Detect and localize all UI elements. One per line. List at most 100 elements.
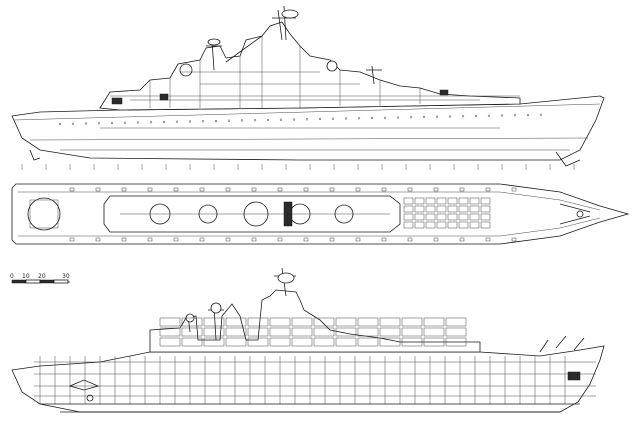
top-deck-plan-view xyxy=(11,183,630,245)
missile-cell xyxy=(425,197,436,205)
missile-cell xyxy=(414,205,425,213)
side-profile-view xyxy=(11,5,605,170)
superstructure-cell xyxy=(445,317,467,327)
porthole xyxy=(435,115,439,118)
missile-cell xyxy=(458,197,469,205)
deck-fitting xyxy=(355,187,361,192)
missile-cell xyxy=(458,213,469,221)
missile-cell xyxy=(447,205,458,213)
superstructure-cell xyxy=(269,327,291,337)
deck-fitting xyxy=(433,187,439,192)
deck-fitting xyxy=(459,237,465,242)
porthole xyxy=(344,117,348,120)
section-hull xyxy=(11,345,605,413)
porthole xyxy=(175,120,179,123)
superstructure-cell xyxy=(225,337,247,347)
missile-cell xyxy=(469,205,480,213)
superstructure-cell xyxy=(335,337,357,347)
porthole xyxy=(279,118,283,121)
porthole xyxy=(474,114,478,118)
missile-cell xyxy=(469,213,480,221)
superstructure-cell xyxy=(313,337,335,347)
missile-cell xyxy=(436,221,447,229)
missile-cell xyxy=(447,213,458,221)
porthole xyxy=(422,115,426,119)
superstructure-cell xyxy=(401,317,423,327)
superstructure-cell xyxy=(181,327,203,337)
superstructure-cell xyxy=(291,327,313,337)
porthole xyxy=(201,120,205,123)
deck-fitting xyxy=(173,187,179,192)
missile-cell xyxy=(469,197,480,205)
superstructure-cell xyxy=(247,337,269,347)
deck-fitting xyxy=(329,237,335,242)
missile-cell xyxy=(403,221,414,229)
porthole xyxy=(253,119,257,122)
superstructure-cell xyxy=(291,317,313,327)
deck-fitting xyxy=(407,187,413,192)
porthole xyxy=(409,116,413,119)
deck-fitting xyxy=(147,187,153,192)
deck-fitting xyxy=(147,237,153,242)
profile-superstructure xyxy=(99,5,521,111)
missile-cell xyxy=(469,221,480,229)
superstructure-cell xyxy=(379,327,401,337)
deck-fitting xyxy=(277,237,283,242)
porthole xyxy=(487,114,491,117)
missile-cell xyxy=(403,197,414,205)
deck-fitting xyxy=(225,237,231,242)
deck-fitting xyxy=(121,187,127,192)
superstructure-cell xyxy=(269,317,291,327)
deck-fitting xyxy=(303,187,309,192)
superstructure-cell xyxy=(313,327,335,337)
deck-fitting xyxy=(485,187,491,192)
porthole xyxy=(383,116,387,119)
superstructure-cell xyxy=(335,327,357,337)
porthole xyxy=(526,113,530,117)
superstructure-cell xyxy=(291,337,313,347)
deck-fitting xyxy=(173,237,179,242)
superstructure-cell xyxy=(247,327,269,337)
superstructure-cell xyxy=(181,317,203,327)
superstructure-cell xyxy=(159,337,181,347)
porthole xyxy=(448,115,452,118)
deck-fitting xyxy=(329,187,335,192)
missile-cell xyxy=(414,197,425,205)
missile-cell xyxy=(480,213,491,221)
superstructure-cell xyxy=(159,317,181,327)
profile-portholes xyxy=(58,113,543,126)
superstructure-cell xyxy=(357,327,379,337)
scale-label-30: 30 xyxy=(62,273,70,280)
missile-cell xyxy=(447,221,458,229)
deck-fitting xyxy=(95,237,101,242)
deck-fitting xyxy=(225,187,231,192)
porthole xyxy=(123,121,127,124)
superstructure-cell xyxy=(423,337,445,347)
superstructure-cell xyxy=(203,337,225,347)
porthole xyxy=(149,121,153,124)
superstructure-cell xyxy=(357,317,379,327)
porthole xyxy=(539,113,543,116)
porthole xyxy=(318,117,322,121)
deck-fitting xyxy=(277,187,283,192)
superstructure-cell xyxy=(159,327,181,337)
missile-cell xyxy=(425,213,436,221)
deck-fitting xyxy=(251,187,257,192)
scale-bar: 0 10 20 30 xyxy=(10,273,70,284)
porthole xyxy=(266,118,270,122)
superstructure-cell xyxy=(401,327,423,337)
missile-cell xyxy=(458,221,469,229)
superstructure-cell xyxy=(379,337,401,347)
missile-cell xyxy=(414,213,425,221)
porthole xyxy=(370,116,374,120)
missile-cell xyxy=(480,205,491,213)
porthole xyxy=(71,122,75,125)
superstructure-cell xyxy=(445,337,467,347)
porthole xyxy=(227,119,231,122)
porthole xyxy=(513,114,517,117)
missile-cell xyxy=(403,213,414,221)
porthole xyxy=(305,118,309,121)
missile-cell xyxy=(480,197,491,205)
porthole xyxy=(110,121,114,125)
